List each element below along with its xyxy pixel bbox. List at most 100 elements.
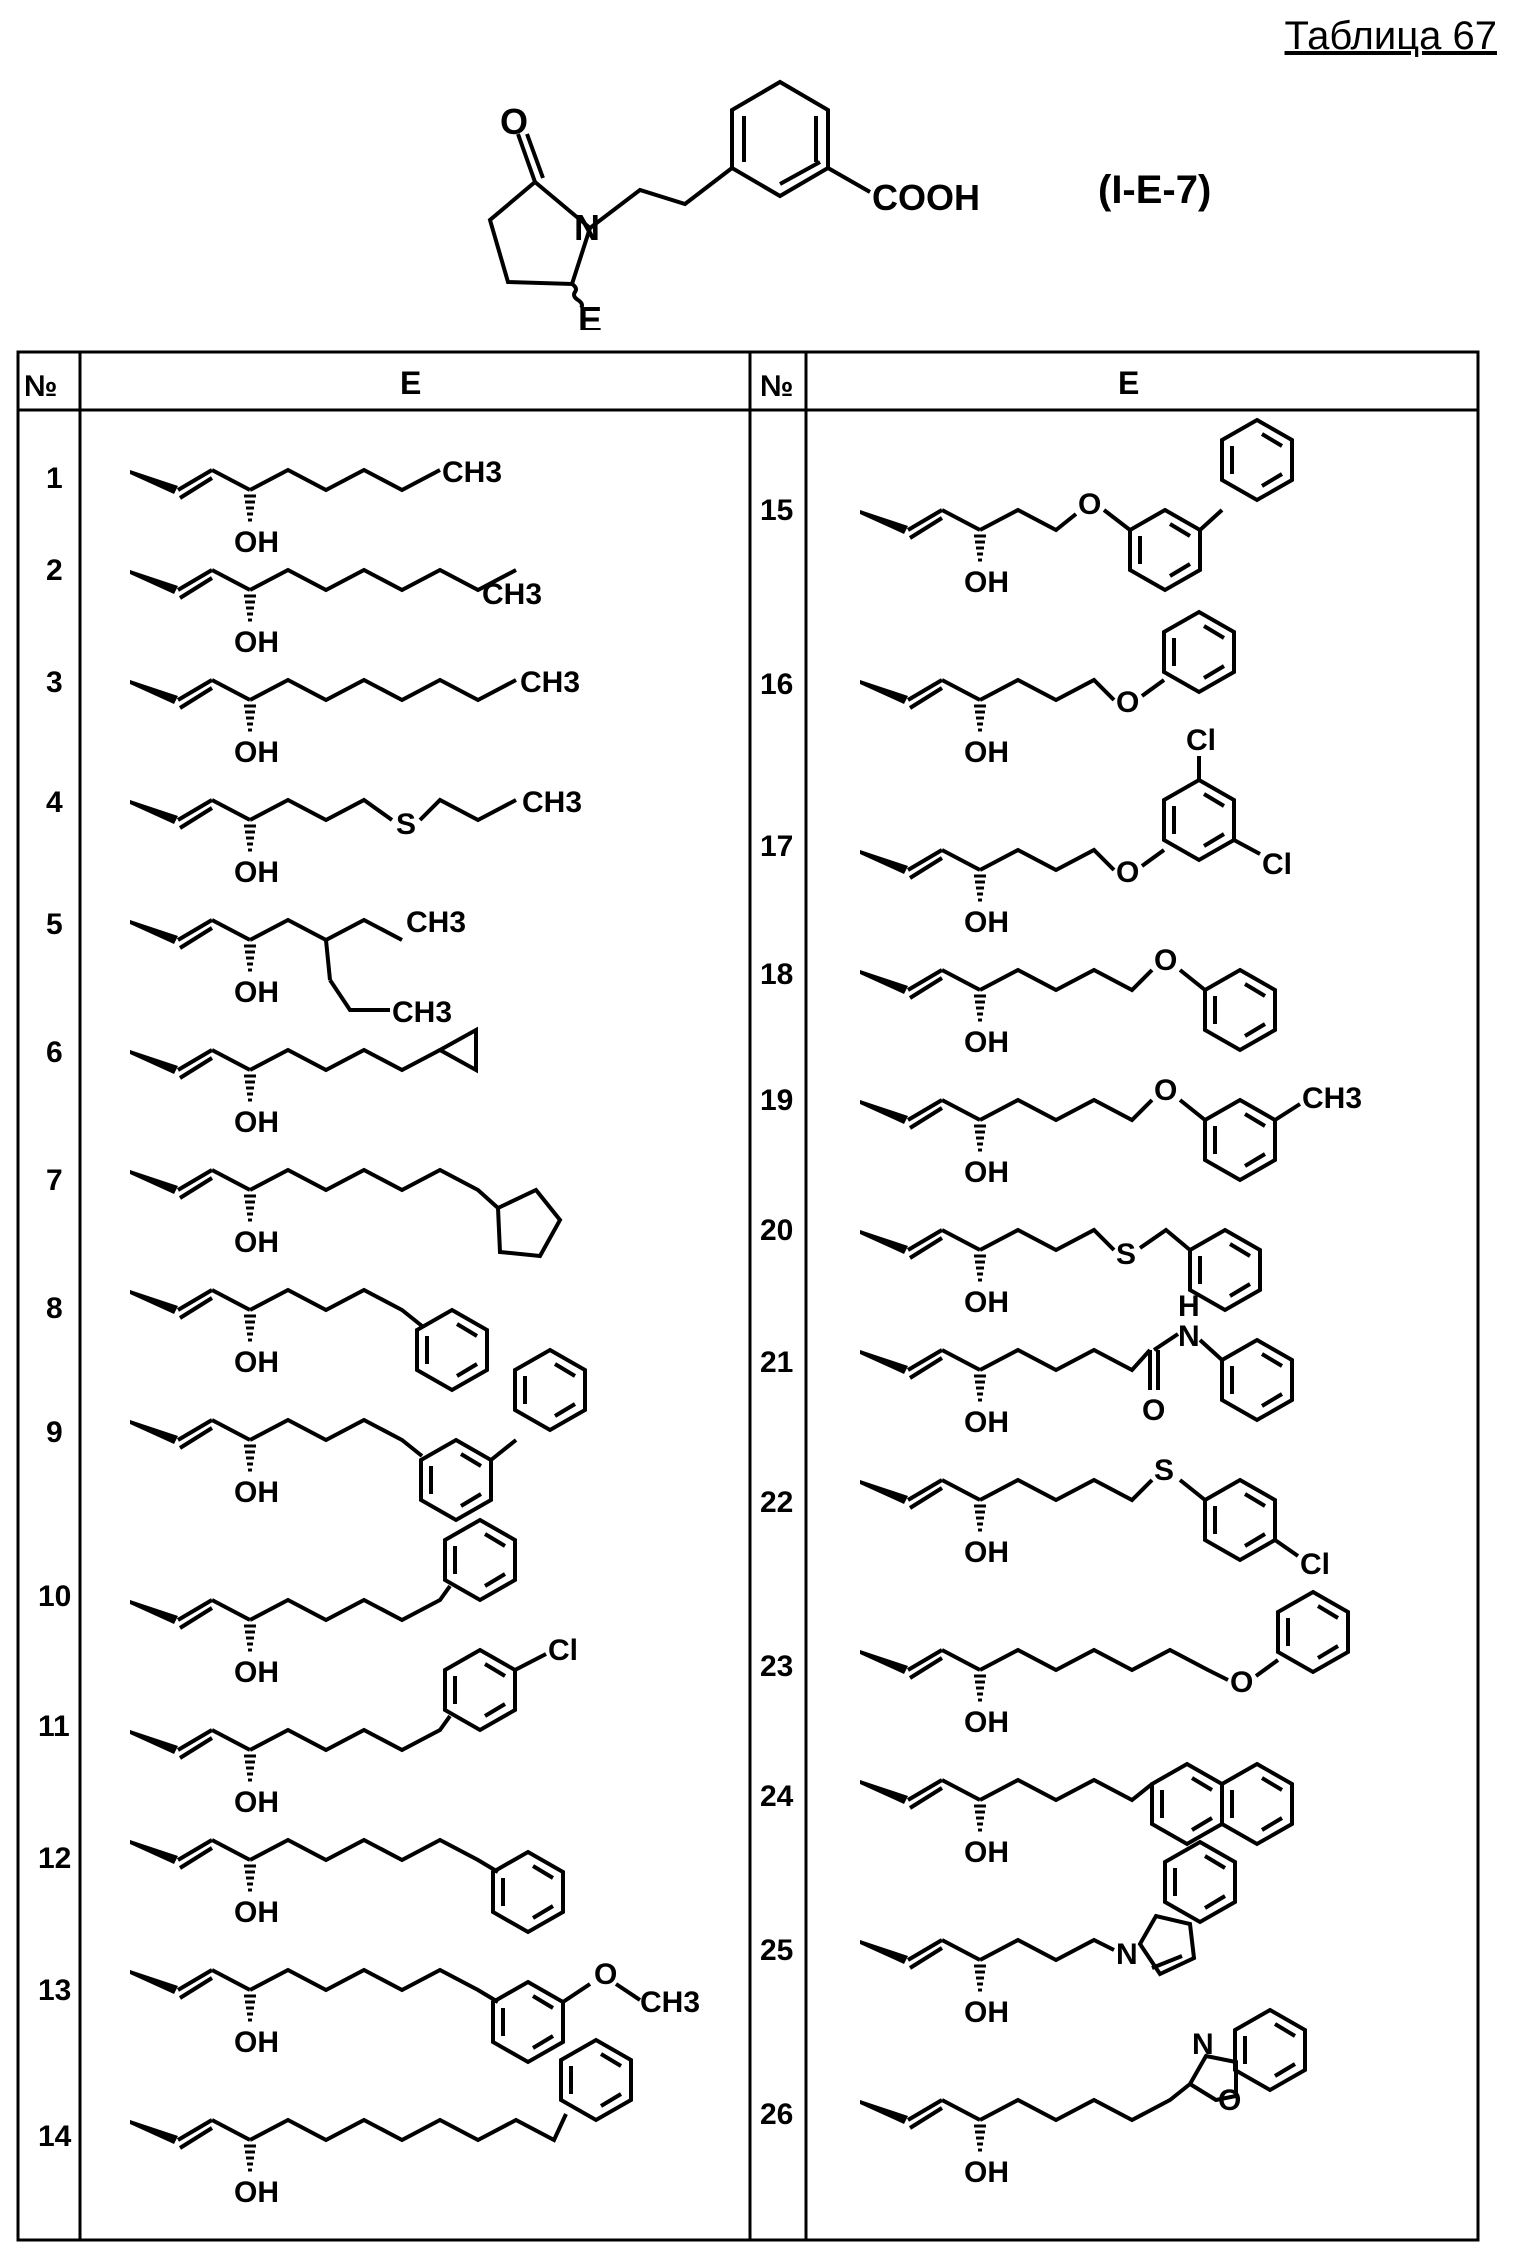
sulfur-label: S: [1154, 1454, 1174, 1487]
hydroxyl-label: OH: [964, 1996, 1009, 2029]
hydroxyl-label: OH: [234, 1786, 279, 1819]
hydroxyl-label: OH: [234, 976, 279, 1009]
row-number-22: 22: [760, 1486, 793, 1519]
hydroxyl-label: OH: [234, 626, 279, 659]
oxygen-label: O: [1154, 944, 1177, 977]
structure-8: OH: [130, 1290, 487, 1390]
structure-14: OH: [130, 2040, 631, 2209]
sulfur-label: S: [396, 808, 416, 841]
chlorine-label: Cl: [1186, 724, 1216, 757]
hydroxyl-label: OH: [964, 1536, 1009, 1569]
methyl-label: CH3: [520, 666, 580, 699]
row-number-10: 10: [38, 1580, 71, 1613]
nitrogen-label: N: [1116, 1938, 1138, 1971]
oxygen-label: O: [1116, 686, 1139, 719]
hydroxyl-label: OH: [964, 736, 1009, 769]
chlorine-label: Cl: [548, 1634, 578, 1667]
structure-21: O N H OH: [860, 1290, 1292, 1439]
structure-17: O Cl Cl OH: [860, 724, 1292, 939]
methyl-label: CH3: [522, 786, 582, 819]
hydroxyl-label: OH: [234, 2026, 279, 2059]
methyl-label: CH3: [442, 456, 502, 489]
structure-18: O OH: [860, 944, 1275, 1059]
row-number-15: 15: [760, 494, 793, 527]
methyl-label: CH3: [392, 996, 452, 1029]
structure-13: O CH3 OH: [130, 1958, 700, 2062]
hydroxyl-label: OH: [964, 1836, 1009, 1869]
row-number-7: 7: [46, 1164, 63, 1197]
hydroxyl-label: OH: [234, 526, 279, 559]
hydroxyl-label: OH: [234, 1226, 279, 1259]
hydroxyl-label: OH: [964, 906, 1009, 939]
oxygen-label: O: [1078, 488, 1101, 521]
oxygen-label: O: [594, 1958, 617, 1991]
column-header-e-right: E: [1118, 365, 1139, 401]
structure-6: OH: [130, 1030, 476, 1139]
hydrogen-label: H: [1178, 1290, 1200, 1323]
structure-1: OH CH3: [130, 456, 502, 559]
row-number-20: 20: [760, 1214, 793, 1247]
hydroxyl-label: OH: [234, 736, 279, 769]
methyl-label: CH3: [482, 578, 542, 611]
hydroxyl-label: OH: [234, 1106, 279, 1139]
row-number-17: 17: [760, 830, 793, 863]
hydroxyl-label: OH: [964, 1156, 1009, 1189]
hydroxyl-label: OH: [234, 1476, 279, 1509]
methyl-label: CH3: [1302, 1082, 1362, 1115]
sulfur-label: S: [1116, 1238, 1136, 1271]
row-number-14: 14: [38, 2120, 72, 2153]
row-number-6: 6: [46, 1036, 63, 1069]
row-number-16: 16: [760, 668, 793, 701]
row-number-19: 19: [760, 1084, 793, 1117]
structure-4: OH S CH3: [130, 786, 582, 889]
row-number-23: 23: [760, 1650, 793, 1683]
oxygen-label: O: [1230, 1666, 1253, 1699]
structure-2: OH CH3: [130, 570, 542, 659]
hydroxyl-label: OH: [964, 566, 1009, 599]
hydroxyl-label: OH: [234, 1656, 279, 1689]
oxygen-label: O: [1116, 856, 1139, 889]
oxygen-label: O: [1142, 1394, 1165, 1427]
methyl-label: CH3: [406, 906, 466, 939]
row-number-13: 13: [38, 1974, 71, 2007]
hydroxyl-label: OH: [964, 1406, 1009, 1439]
column-header-number-left: №: [24, 370, 57, 403]
row-number-3: 3: [46, 666, 63, 699]
hydroxyl-label: OH: [234, 856, 279, 889]
structure-12: OH: [130, 1840, 563, 1932]
structure-24: OH: [860, 1764, 1292, 1869]
column-header-e-left: E: [400, 365, 421, 401]
structure-25: N OH: [860, 1842, 1235, 2029]
structure-9: OH: [130, 1350, 585, 1520]
hydroxyl-label: OH: [234, 1896, 279, 1929]
hydroxyl-label: OH: [234, 1346, 279, 1379]
row-number-5: 5: [46, 908, 63, 941]
column-header-number-right: №: [760, 370, 793, 403]
hydroxyl-label: OH: [234, 2176, 279, 2209]
row-number-4: 4: [46, 786, 63, 819]
methyl-label: CH3: [640, 1986, 700, 2019]
chlorine-label: Cl: [1300, 1548, 1330, 1581]
row-number-8: 8: [46, 1292, 63, 1325]
structure-23: O OH: [860, 1592, 1348, 1739]
structure-26: N O OH: [860, 2010, 1305, 2189]
row-number-26: 26: [760, 2098, 793, 2131]
structure-15: O OH: [860, 420, 1292, 599]
structure-20: S OH: [860, 1230, 1260, 1319]
hydroxyl-label: OH: [964, 1286, 1009, 1319]
hydroxyl-label: OH: [964, 2156, 1009, 2189]
structure-19: O CH3 OH: [860, 1074, 1362, 1189]
structure-5: OH CH3 CH3: [130, 906, 466, 1029]
oxygen-label: O: [1154, 1074, 1177, 1107]
row-number-9: 9: [46, 1416, 63, 1449]
structure-11: Cl OH: [130, 1634, 578, 1819]
structure-7: OH: [130, 1170, 560, 1259]
row-number-21: 21: [760, 1346, 793, 1379]
structure-22: S Cl OH: [860, 1454, 1330, 1581]
hydroxyl-label: OH: [964, 1706, 1009, 1739]
row-number-24: 24: [760, 1780, 794, 1813]
hydroxyl-label: OH: [964, 1026, 1009, 1059]
row-number-25: 25: [760, 1934, 793, 1967]
row-number-12: 12: [38, 1842, 71, 1875]
